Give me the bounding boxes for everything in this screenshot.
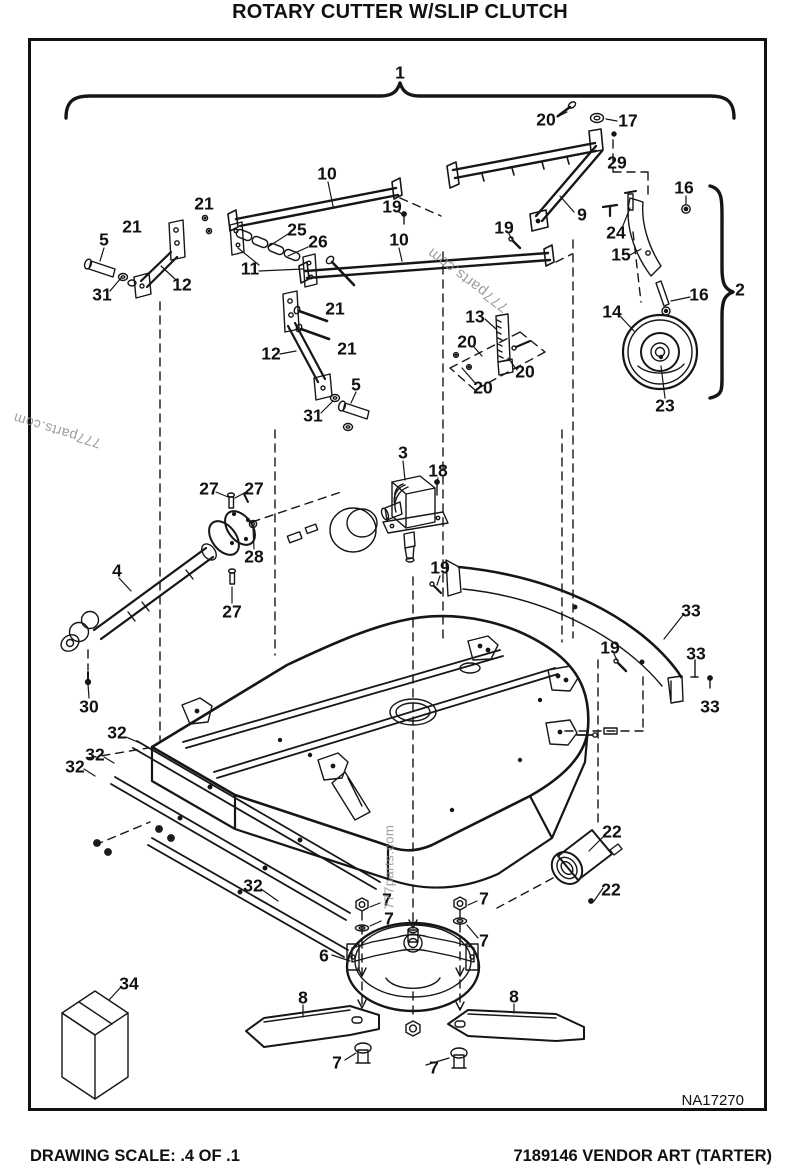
callout-7-61: 7	[429, 1057, 439, 1078]
callout-20-31: 20	[473, 377, 493, 398]
callout-6-56: 6	[319, 945, 329, 966]
callout-16-14: 16	[674, 177, 694, 198]
band-guard	[445, 559, 713, 735]
top-hardware	[401, 101, 628, 673]
driveline	[60, 492, 319, 686]
callout-32-50: 32	[243, 875, 263, 896]
callout-28-37: 28	[244, 546, 264, 567]
callout-21-21: 21	[325, 298, 345, 319]
callout-12-19: 12	[172, 274, 192, 295]
callout-19-39: 19	[430, 557, 450, 578]
callout-7-52: 7	[382, 889, 392, 910]
callout-12-26: 12	[261, 343, 281, 364]
callout-32-48: 32	[65, 756, 85, 777]
callout-33-45: 33	[700, 696, 720, 717]
callout-5-27: 5	[351, 374, 361, 395]
a-frame	[446, 128, 604, 232]
callout-20-1: 20	[536, 109, 556, 130]
callout-21-6: 21	[194, 193, 214, 214]
callout-32-46: 32	[107, 722, 127, 743]
wheel-yoke	[601, 190, 691, 316]
side-rails	[93, 740, 381, 958]
callout-20-29: 20	[457, 331, 477, 352]
group-brace-2	[708, 184, 735, 400]
callout-16-24: 16	[689, 284, 709, 305]
callout-22-51: 22	[601, 879, 621, 900]
callout-10-11: 10	[389, 229, 409, 250]
callout-20-30: 20	[515, 361, 535, 382]
callout-19-5: 19	[382, 196, 402, 217]
callout-7-60: 7	[332, 1052, 342, 1073]
callout-10-4: 10	[317, 163, 337, 184]
roller	[550, 829, 623, 904]
bracket-right	[282, 255, 370, 432]
callout-14-25: 14	[602, 301, 622, 322]
callout-13-23: 13	[465, 306, 485, 327]
callout-2-17: 2	[735, 279, 745, 300]
callout-8-58: 8	[509, 986, 519, 1007]
callout-30-41: 30	[79, 696, 99, 717]
callout-31-28: 31	[303, 405, 323, 426]
callout-31-20: 31	[92, 284, 112, 305]
blade-right	[447, 1009, 585, 1042]
callout-25-9: 25	[287, 219, 307, 240]
callout-4-38: 4	[112, 560, 122, 581]
callout-17-2: 17	[618, 110, 638, 131]
bracket-left	[83, 214, 213, 299]
shipping-box	[61, 990, 129, 1100]
callout-22-49: 22	[602, 821, 622, 842]
callout-19-12: 19	[494, 217, 514, 238]
blade-left	[245, 1005, 380, 1048]
toplink-bar-upper	[227, 177, 403, 232]
callout-27-35: 27	[199, 478, 219, 499]
callout-23-32: 23	[655, 395, 675, 416]
callout-1-0: 1	[395, 62, 405, 83]
callout-27-36: 27	[244, 478, 264, 499]
leader-lines	[83, 111, 691, 1066]
callout-21-7: 21	[122, 216, 142, 237]
pan-hardware	[354, 896, 468, 1037]
callout-33-42: 33	[681, 600, 701, 621]
callout-15-16: 15	[611, 244, 631, 265]
footer-drawing-scale: DRAWING SCALE: .4 OF .1	[30, 1147, 240, 1165]
callout-7-55: 7	[479, 930, 489, 951]
callout-7-53: 7	[479, 888, 489, 909]
page-title: ROTARY CUTTER W/SLIP CLUTCH	[232, 1, 568, 23]
callout-33-44: 33	[686, 643, 706, 664]
watermark-2: 777parts.com	[381, 824, 397, 910]
drawing-code: NA17270	[681, 1092, 744, 1109]
callout-29-3: 29	[607, 152, 627, 173]
callout-26-10: 26	[308, 231, 328, 252]
callout-7-54: 7	[384, 908, 394, 929]
drawing-border	[28, 38, 767, 1111]
callout-34-59: 34	[119, 973, 139, 994]
blade-bolts	[354, 1042, 468, 1069]
callout-8-57: 8	[298, 987, 308, 1008]
callout-18-34: 18	[428, 460, 448, 481]
callout-9-13: 9	[577, 204, 587, 225]
callout-24-15: 24	[606, 222, 626, 243]
toplink-bar-lower	[298, 244, 555, 284]
callout-3-33: 3	[398, 442, 408, 463]
callout-19-43: 19	[600, 637, 620, 658]
callout-11-18: 11	[240, 258, 260, 279]
footer-vendor-art: 7189146 VENDOR ART (TARTER)	[513, 1147, 772, 1165]
callout-21-22: 21	[337, 338, 357, 359]
gauge-wheel	[621, 313, 699, 391]
deck	[150, 614, 598, 889]
group-brace-1	[64, 81, 736, 120]
callout-5-8: 5	[99, 229, 109, 250]
blade-pan	[345, 919, 481, 1013]
callout-32-47: 32	[85, 744, 105, 765]
callout-27-40: 27	[222, 601, 242, 622]
dashed-lines	[87, 139, 711, 1019]
